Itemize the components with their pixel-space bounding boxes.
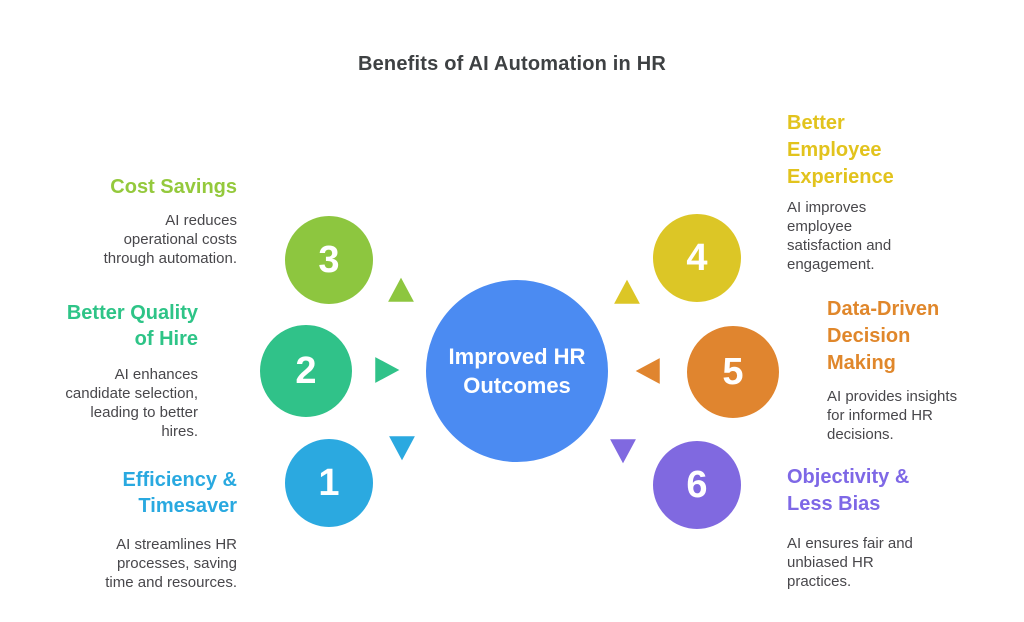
heading-line: Cost Savings [110,176,237,198]
benefit-circle-5: 5 [684,323,782,421]
benefit-heading-better-quality-of-hire: Better Quality of Hire [67,300,198,352]
heading-line: Less Bias [787,493,881,515]
center-circle: Improved HR Outcomes [422,276,612,466]
heading-line: Better [787,112,845,134]
heading-line: Better Quality [66,302,198,324]
heading-line: Efficiency & [122,469,237,491]
heading-line: Timesaver [138,495,237,517]
center-label-line: Improved HR [448,344,586,369]
benefit-description-objectivity-less-bias: AI ensures fair and unbiased HR practice… [787,535,913,590]
center-label-line: Outcomes [463,373,571,398]
benefit-description-efficiency-timesaver: AI streamlines HR processes, saving time… [105,536,237,591]
benefit-heading-objectivity-less-bias: Objectivity & Less Bias [787,464,909,518]
heading-line: Objectivity & [787,466,910,488]
heading-line: Decision [827,325,911,347]
page-title: Benefits of AI Automation in HR [357,53,667,75]
benefit-circle-3: 3 [282,213,376,307]
heading-line: Data-Driven [827,298,940,320]
arrow-up-icon [610,275,644,307]
benefit-number-2: 2 [295,349,317,392]
benefit-number-6: 6 [686,463,708,506]
arrow-right-icon [372,353,404,387]
benefit-description-cost-savings: AI reduces operational costs through aut… [103,212,237,267]
arrow-down-icon [606,436,640,468]
benefit-circle-4: 4 [650,211,744,305]
heading-line: Making [827,352,896,374]
benefit-description-data-driven-decision-making: AI provides insights for informed HR dec… [827,388,958,443]
arrow-up-icon [384,273,418,305]
benefit-description-better-quality-of-hire: AI enhances candidate selection, leading… [65,366,198,440]
benefit-circle-6: 6 [650,438,744,532]
benefit-heading-better-employee-experience: Better Employee Experience [787,110,894,191]
arrow-down-icon [385,433,419,465]
benefit-heading-efficiency-timesaver: Efficiency & Timesaver [123,467,237,519]
arrow-left-icon [631,354,663,388]
benefit-heading-data-driven-decision-making: Data-Driven Decision Making [827,296,939,377]
benefit-number-1: 1 [318,461,340,504]
heading-line: of Hire [134,328,198,350]
heading-line: Employee [787,139,882,161]
benefit-number-3: 3 [318,238,340,281]
benefit-number-5: 5 [722,350,744,393]
benefit-number-4: 4 [686,236,708,279]
benefit-circle-2: 2 [257,322,355,420]
heading-line: Experience [787,166,894,188]
benefit-heading-cost-savings: Cost Savings [110,174,237,200]
benefit-description-better-employee-experience: AI improves employee satisfaction and en… [787,199,892,273]
benefit-circle-1: 1 [282,436,376,530]
